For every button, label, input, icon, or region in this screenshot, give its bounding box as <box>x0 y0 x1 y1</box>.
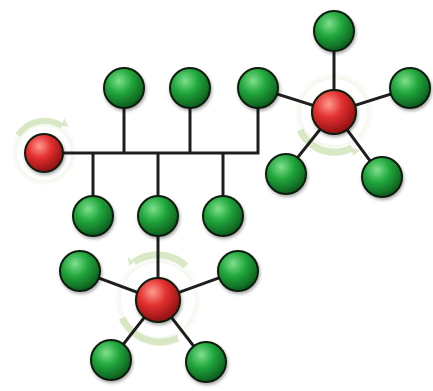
red-hub-node-icon <box>311 89 357 135</box>
green-leaf-node-icon <box>361 156 403 198</box>
leaf-nodes <box>59 10 431 383</box>
red-hub-node-icon <box>135 277 181 323</box>
green-leaf-node-icon <box>265 153 307 195</box>
green-leaf-node-icon <box>59 250 101 292</box>
green-leaf-node-icon <box>185 341 227 383</box>
hub-nodes <box>24 89 357 323</box>
red-hub-node-icon <box>24 133 64 173</box>
green-leaf-node-icon <box>137 195 179 237</box>
green-leaf-node-icon <box>103 67 145 109</box>
green-leaf-node-icon <box>72 195 114 237</box>
green-leaf-node-icon <box>389 67 431 109</box>
green-leaf-node-icon <box>313 10 355 52</box>
green-leaf-node-icon <box>217 250 259 292</box>
green-leaf-node-icon <box>237 67 279 109</box>
green-leaf-node-icon <box>169 67 211 109</box>
green-leaf-node-icon <box>90 339 132 381</box>
green-leaf-node-icon <box>202 195 244 237</box>
